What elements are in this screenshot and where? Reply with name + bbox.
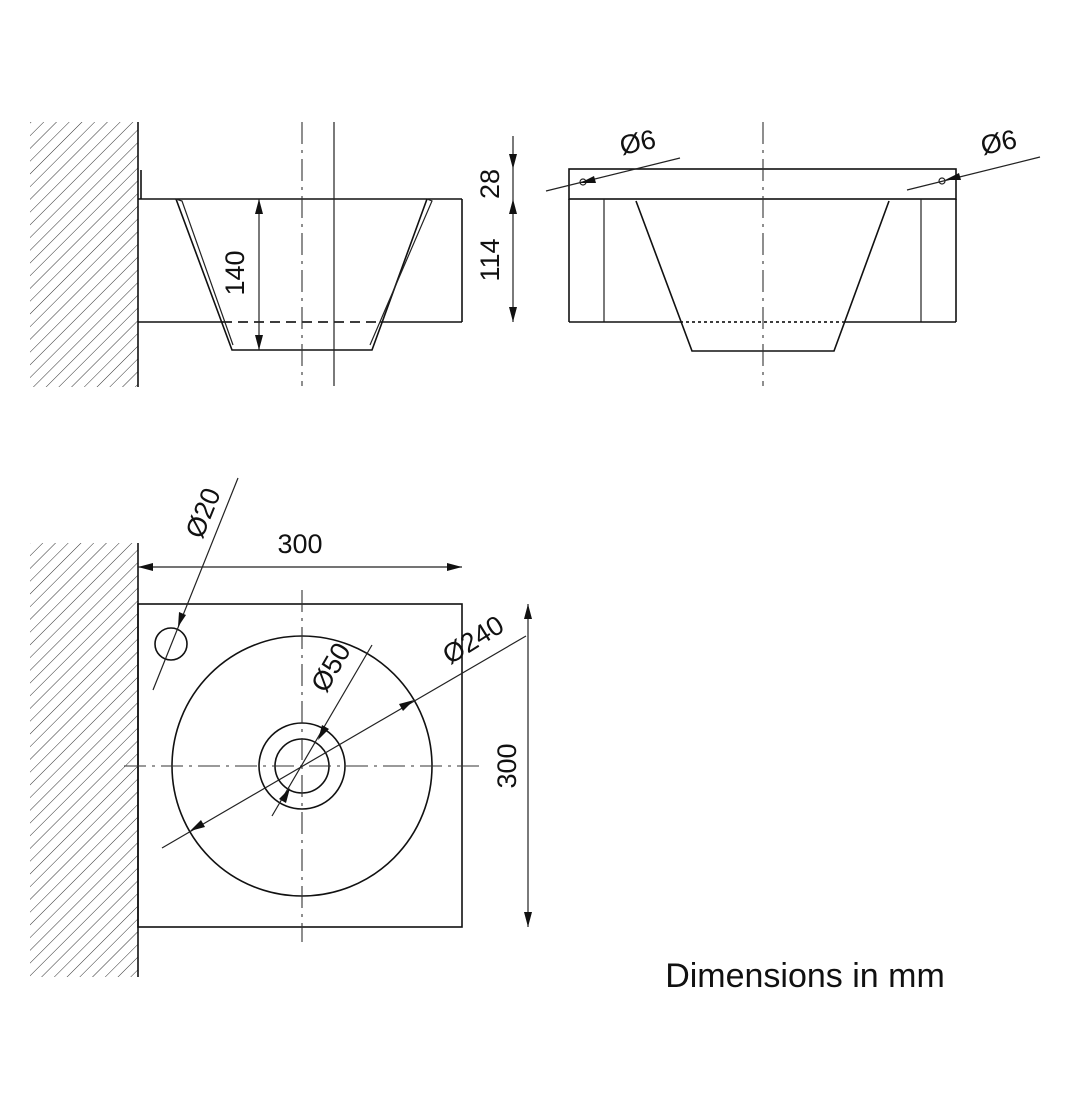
side-bowl-rim-right xyxy=(369,198,433,346)
wall-hatch-side xyxy=(30,122,138,387)
dim-bowl-leader xyxy=(161,635,527,849)
dim-hole-right-arrow xyxy=(945,173,961,180)
dim-plan-depth-arrow-bottom xyxy=(524,912,532,927)
units-caption: Dimensions in mm xyxy=(665,957,945,995)
plan-view: 300 300 Ø20 Ø240 Ø50 xyxy=(30,477,532,977)
dim-hole-left-leader xyxy=(545,157,681,192)
dim-114-label: 114 xyxy=(475,238,505,281)
dim-28-arrow-top xyxy=(509,154,517,169)
dim-tap-hole-leader xyxy=(152,477,239,691)
dim-plan-depth-label: 300 xyxy=(492,743,522,788)
dim-tap-hole-label: Ø20 xyxy=(180,484,227,543)
dim-bowl-arrow-upper xyxy=(399,700,414,711)
dim-140-label: 140 xyxy=(220,250,250,295)
dim-hole-left-arrow xyxy=(580,176,596,183)
dim-tap-hole-arrow xyxy=(178,612,186,627)
dim-bowl-label: Ø240 xyxy=(437,610,509,670)
dim-plan-width-label: 300 xyxy=(277,529,322,559)
dim-140-arrow-top xyxy=(255,199,263,214)
dim-hole-right-label: Ø6 xyxy=(978,124,1019,161)
dim-plan-width-arrow-left xyxy=(138,563,153,571)
dim-hole-right-leader xyxy=(906,156,1041,191)
dim-28-arrow-bottom xyxy=(509,199,517,214)
side-view: 140 28 114 xyxy=(30,122,517,387)
dim-plan-depth-arrow-top xyxy=(524,604,532,619)
dim-drain-label: Ø50 xyxy=(305,638,357,697)
dim-drain-arrow-upper xyxy=(318,725,329,740)
plan-tap-hole xyxy=(154,627,188,661)
dim-drain-arrow-lower xyxy=(279,788,290,803)
side-bowl-rim-left xyxy=(175,198,234,346)
front-view: Ø6 Ø6 xyxy=(545,122,1041,386)
dim-114-arrow-bottom xyxy=(509,307,517,322)
wall-hatch-plan xyxy=(30,543,138,977)
dim-140-arrow-bottom xyxy=(255,335,263,350)
dim-28-label: 28 xyxy=(475,169,505,199)
dim-hole-left-label: Ø6 xyxy=(617,124,658,161)
dim-bowl-arrow-lower xyxy=(190,820,205,831)
dim-plan-width-arrow-right xyxy=(447,563,462,571)
